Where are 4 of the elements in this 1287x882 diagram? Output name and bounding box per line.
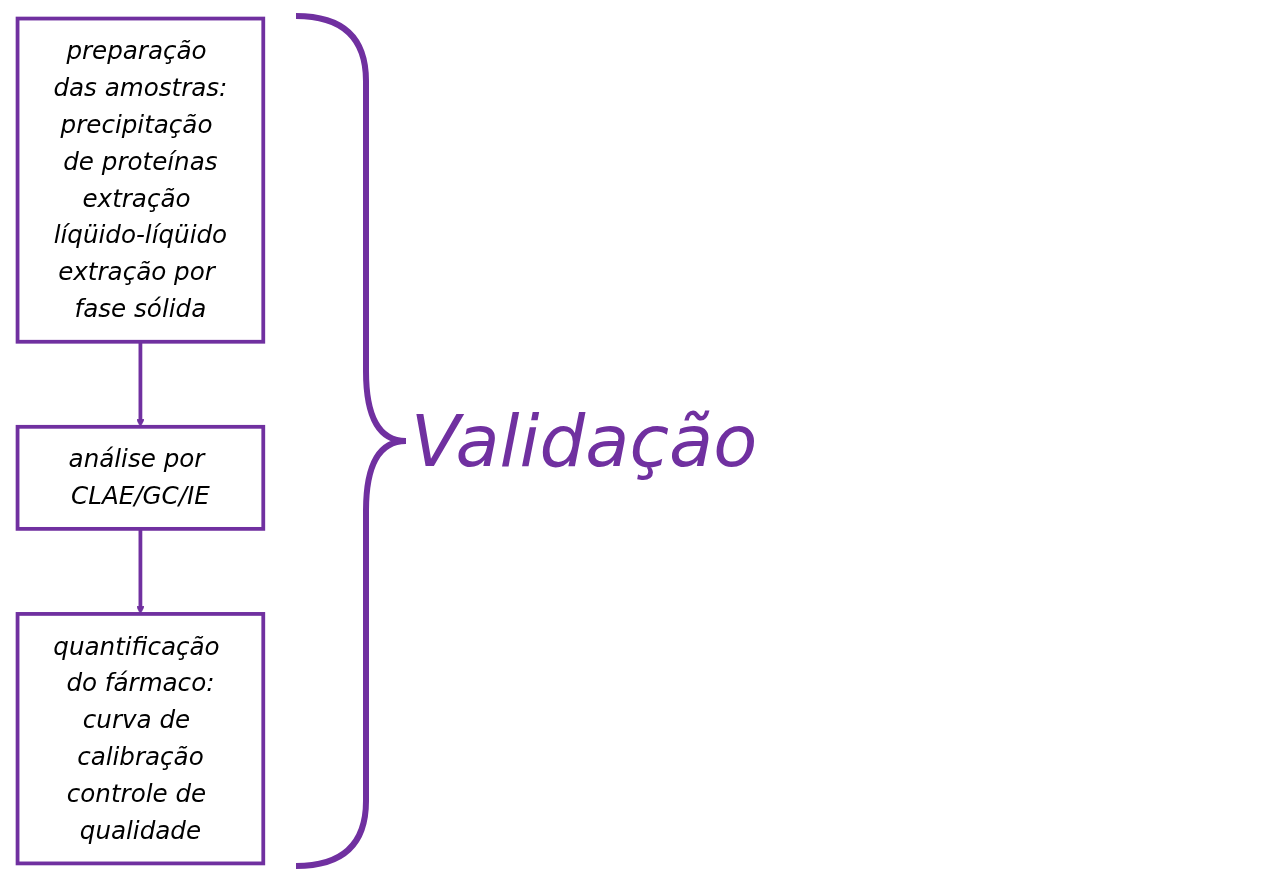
node-box: análise por CLAE/GC/IE xyxy=(15,424,266,531)
node-box: quantificação do fármaco: curva de calibração controle de qualidade xyxy=(15,612,266,866)
node-box: preparação das amostras: precipitação de proteínas extração líqüido-líqüido extração por fase sólida xyxy=(15,16,266,344)
side-label: Validação xyxy=(410,399,758,483)
